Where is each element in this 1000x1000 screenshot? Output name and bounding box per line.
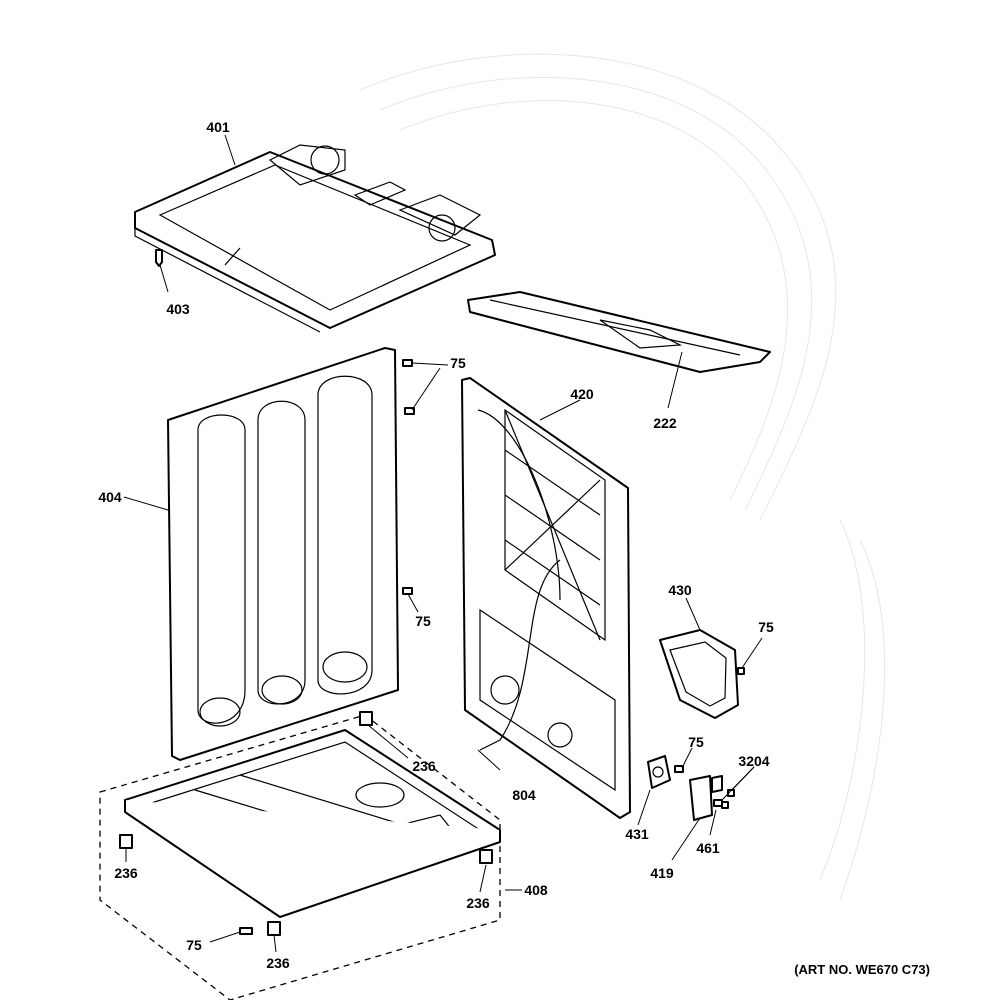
label-3204: 3204 — [738, 753, 769, 769]
art-number: (ART NO. WE670 C73) — [794, 962, 930, 977]
part-side-panel — [167, 347, 399, 761]
part-screws-75-upper — [402, 359, 415, 595]
label-75-mid: 75 — [415, 613, 431, 629]
part-431 — [647, 755, 684, 789]
label-420: 420 — [570, 386, 594, 402]
label-419: 419 — [650, 865, 674, 881]
label-404: 404 — [98, 489, 122, 505]
part-bracket — [467, 291, 771, 373]
label-461: 461 — [696, 840, 720, 856]
part-top-cover — [134, 144, 496, 333]
part-screw-403 — [155, 249, 163, 267]
label-236-b: 236 — [114, 865, 138, 881]
label-75-base: 75 — [186, 937, 202, 953]
label-408: 408 — [524, 882, 548, 898]
label-75-431: 75 — [688, 734, 704, 750]
leg-foot — [359, 711, 373, 726]
label-431: 431 — [625, 826, 649, 842]
part-duct — [659, 629, 745, 719]
part-base-assembly — [99, 711, 501, 1000]
label-222: 222 — [653, 415, 677, 431]
label-430: 430 — [668, 582, 692, 598]
label-236-c: 236 — [466, 895, 490, 911]
part-419-461-assembly — [689, 775, 735, 821]
label-401: 401 — [206, 119, 230, 135]
label-804: 804 — [512, 787, 536, 803]
label-403: 403 — [166, 301, 190, 317]
part-labels: 401 403 75 420 222 404 75 430 75 236 75 … — [98, 119, 774, 971]
label-75-duct: 75 — [758, 619, 774, 635]
label-236-d: 236 — [266, 955, 290, 971]
part-back-panel — [461, 377, 631, 819]
leader-lines — [123, 134, 763, 953]
label-75-top: 75 — [450, 355, 466, 371]
label-236-a: 236 — [412, 758, 436, 774]
background-watermark — [359, 53, 886, 901]
